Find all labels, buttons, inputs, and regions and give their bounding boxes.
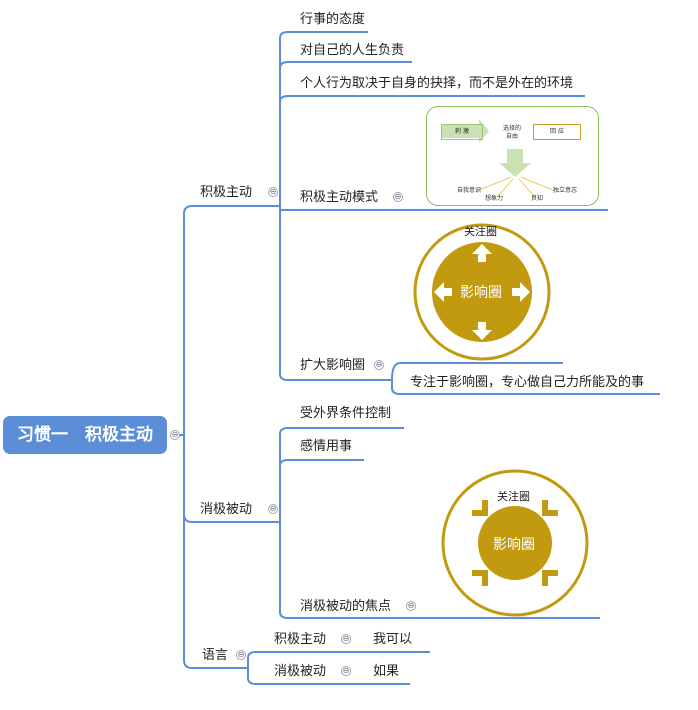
positive-item-responsibility[interactable]: 对自己的人生负责: [300, 43, 405, 58]
stimulus-box: 刺 激: [441, 124, 483, 140]
language-negative-type[interactable]: 消极被动: [274, 664, 327, 679]
branch-positive[interactable]: 积极主动: [200, 185, 253, 200]
root-node[interactable]: 习惯一 积极主动: [3, 416, 167, 454]
branch-negative[interactable]: 消极被动: [200, 502, 253, 517]
positive-item-attitude[interactable]: 行事的态度: [300, 12, 366, 27]
negative-item-emotional[interactable]: 感情用事: [300, 439, 353, 454]
trait-imagination: 想象力: [485, 195, 504, 202]
concern-circle-label-negative: 关注圈: [497, 490, 530, 503]
response-box: 回 应: [533, 124, 581, 140]
language-negative-phrase[interactable]: 如果: [373, 664, 400, 679]
trait-self-awareness: 自我意识: [457, 187, 482, 194]
negative-item-external[interactable]: 受外界条件控制: [300, 406, 392, 421]
expand-influence-node[interactable]: 扩大影响圈: [300, 358, 366, 373]
collapse-toggle-language-positive[interactable]: ⊖: [341, 634, 351, 644]
proactive-model-figure: 刺 激 选择的 自由 回 应 自我意识 想象力 良知 独立意志: [426, 106, 599, 206]
collapse-toggle-positive[interactable]: ⊖: [268, 187, 278, 197]
collapse-toggle-root[interactable]: ⊖: [170, 430, 180, 440]
language-positive-phrase[interactable]: 我可以: [373, 632, 413, 647]
collapse-toggle-language[interactable]: ⊖: [236, 650, 246, 660]
influence-circle-label: 影响圈: [460, 285, 502, 301]
concern-circle-label: 关注圈: [464, 225, 497, 238]
collapse-toggle-focus[interactable]: ⊖: [406, 601, 416, 611]
positive-mode-node[interactable]: 积极主动模式: [300, 190, 379, 205]
branch-language[interactable]: 语言: [202, 648, 229, 663]
influence-circle-shrink: 关注圈 影响圈: [440, 468, 590, 618]
expand-influence-note[interactable]: 专注于影响圈，专心做自己力所能及的事: [410, 375, 645, 390]
negative-focus-node[interactable]: 消极被动的焦点: [300, 599, 392, 614]
collapse-toggle-expand[interactable]: ⊖: [374, 360, 384, 370]
freedom-label: 选择的 自由: [503, 125, 522, 140]
collapse-toggle-mode[interactable]: ⊖: [393, 192, 403, 202]
language-positive-type[interactable]: 积极主动: [274, 632, 327, 647]
collapse-toggle-language-negative[interactable]: ⊖: [341, 666, 351, 676]
influence-circle-label-negative: 影响圈: [493, 537, 535, 553]
trait-conscience: 良知: [531, 195, 544, 202]
positive-item-choice[interactable]: 个人行为取决于自身的抉择，而不是外在的环境: [300, 76, 574, 91]
influence-circle-expand: 关注圈 影响圈: [412, 222, 552, 362]
trait-independent-will: 独立意志: [553, 187, 578, 194]
collapse-toggle-negative[interactable]: ⊖: [268, 504, 278, 514]
